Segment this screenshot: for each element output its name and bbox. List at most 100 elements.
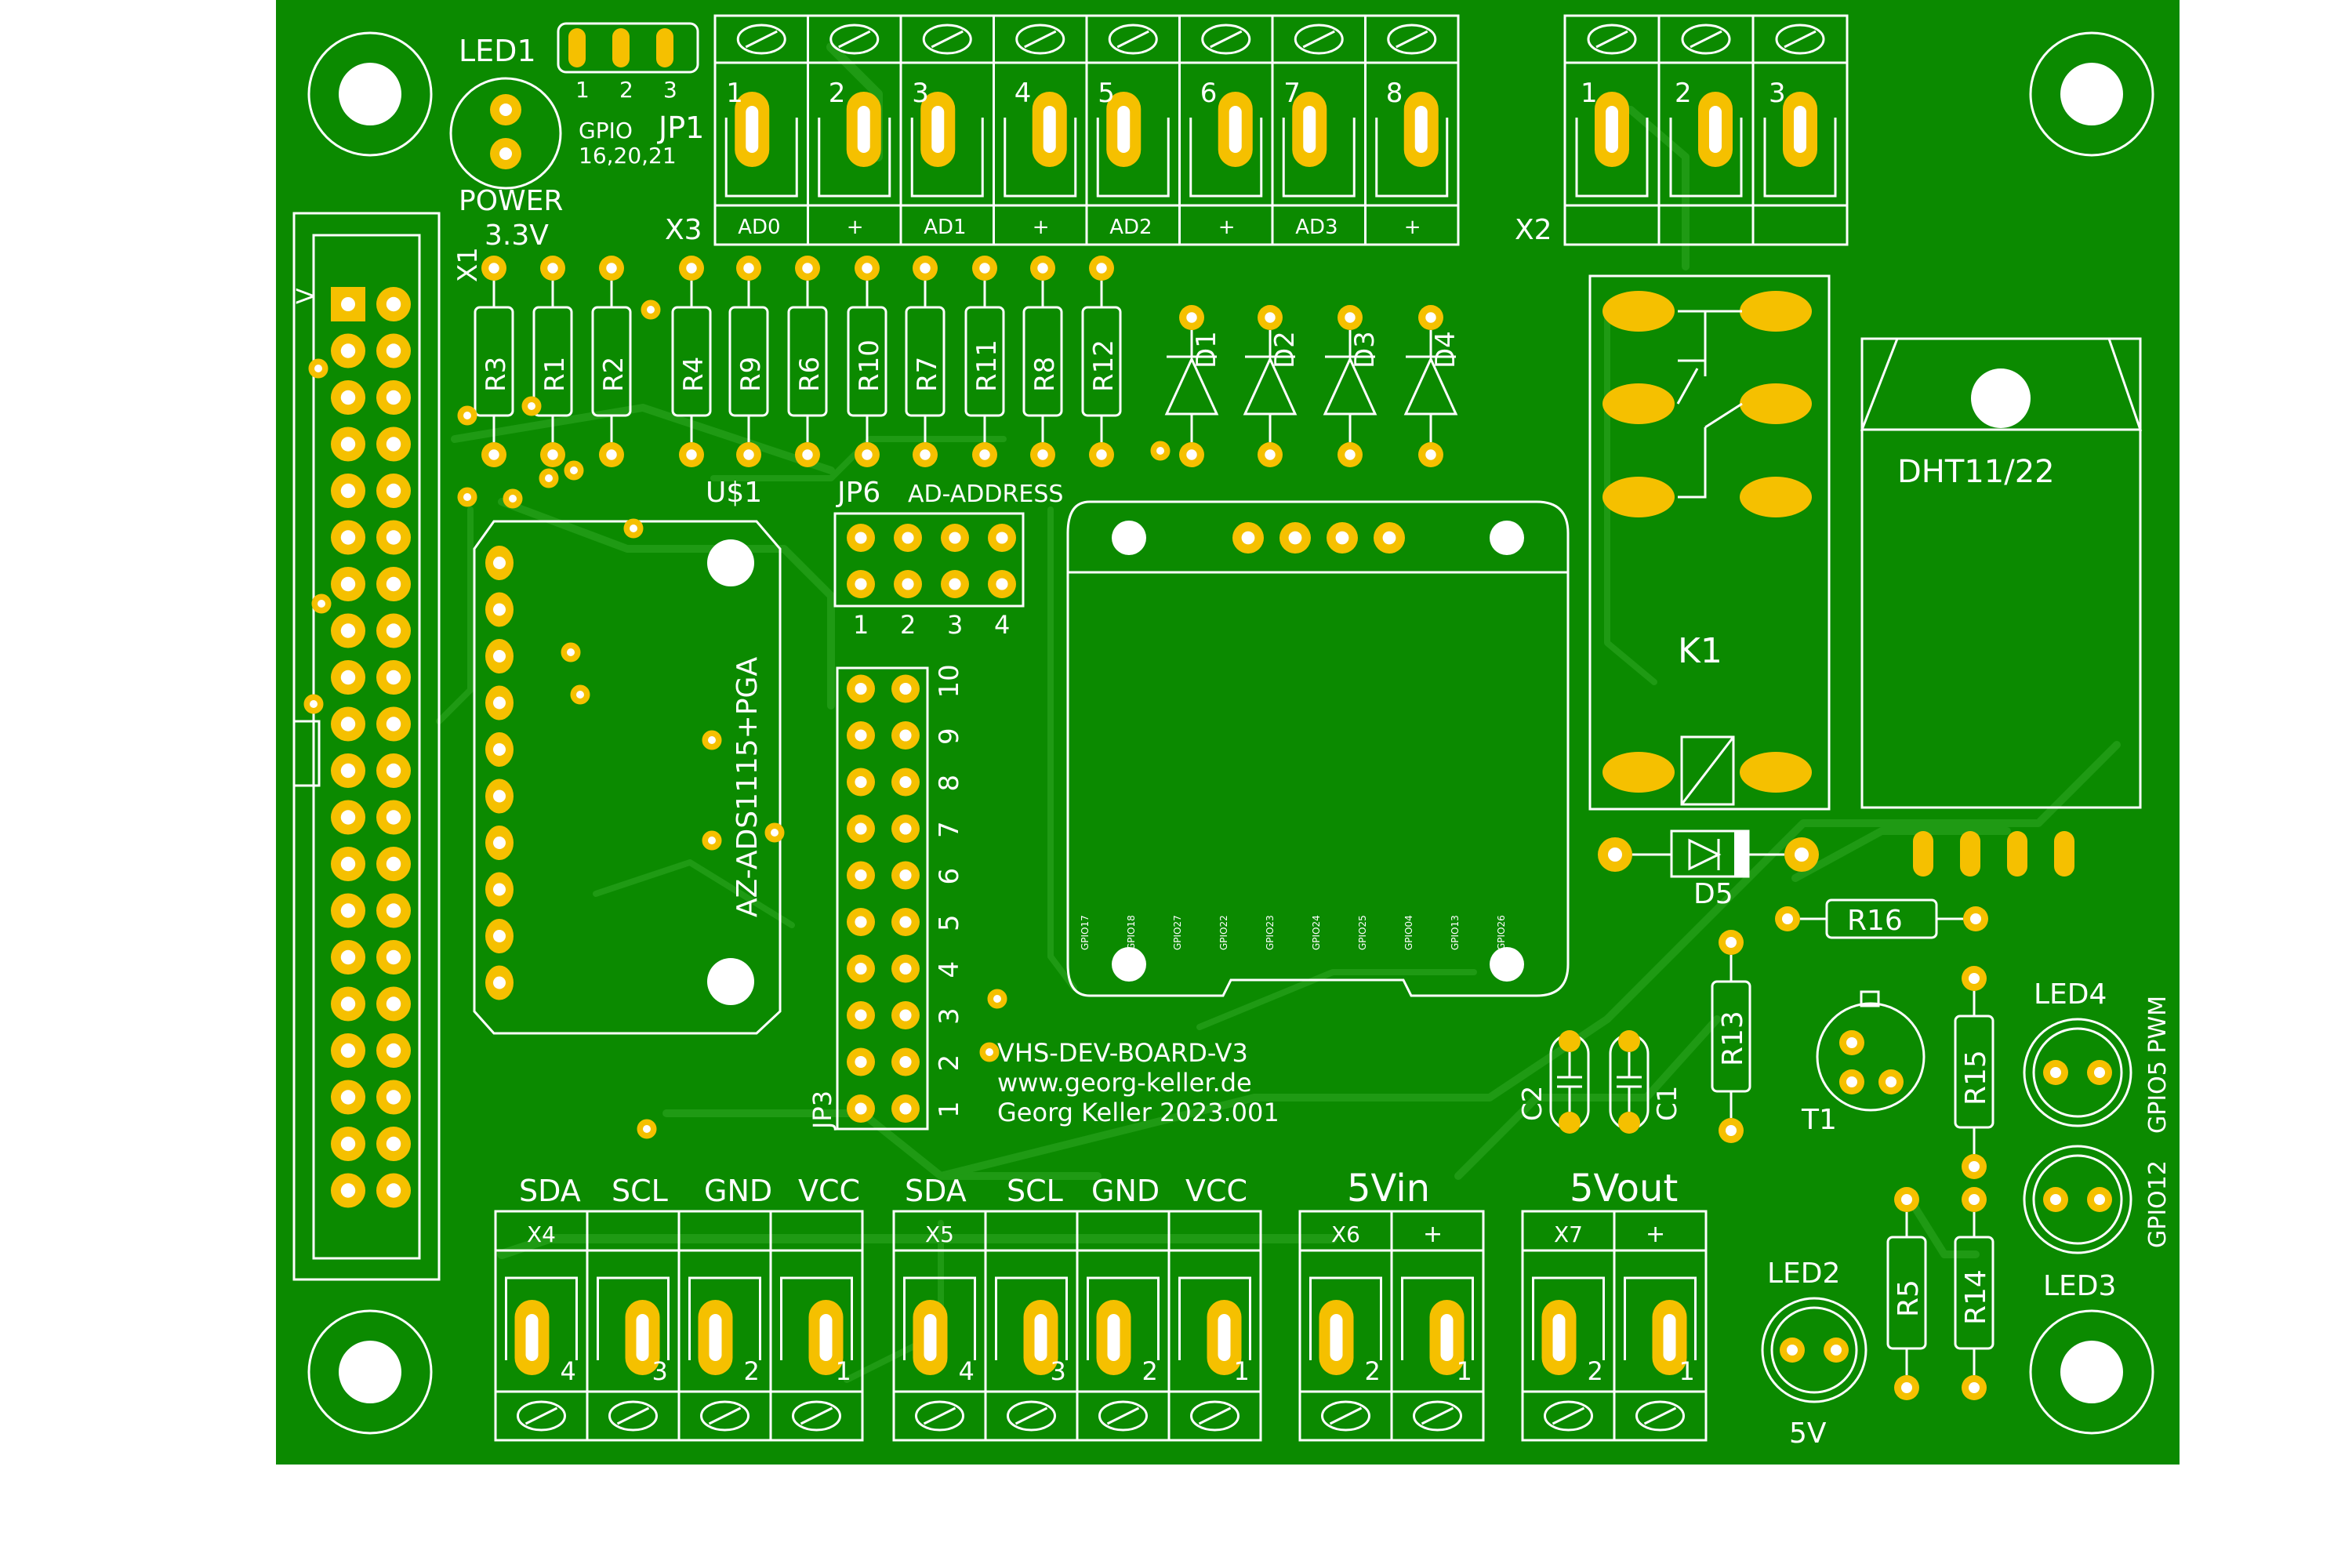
x3-slot-outline (1282, 118, 1356, 198)
drill-hole (386, 996, 401, 1011)
x3-slot-outline (1375, 118, 1449, 198)
screw-head (922, 24, 972, 55)
board-title: VHS-DEV-BOARD-V3 (997, 1038, 1248, 1068)
drill-hole (341, 297, 355, 311)
terminal-drill (746, 106, 759, 153)
screw-head (1015, 24, 1065, 55)
x3-pin-4: 4 (1014, 78, 1032, 109)
drill-hole (340, 1090, 356, 1105)
drill-hole (979, 263, 990, 274)
jp3-pin-label-3: 3 (934, 1007, 965, 1025)
drill-hole (493, 930, 506, 942)
screw-head (1544, 1400, 1593, 1432)
i2c-head-vcc: VCC (798, 1174, 860, 1208)
drill-hole (1241, 531, 1255, 545)
drill-hole (386, 623, 401, 638)
x2-slot-outline (1669, 118, 1743, 198)
drill-hole (1425, 449, 1436, 460)
resistor-body (728, 306, 769, 417)
x3-bottom-label-7: AD3 (1295, 216, 1338, 239)
x5-terminal-pin-label: 3 (1051, 1356, 1066, 1386)
terminal-drill (1229, 106, 1242, 153)
drill-hole (386, 810, 401, 825)
power-voltage: 3.3V (485, 220, 549, 252)
drill-hole (340, 483, 356, 499)
resistor-body (847, 306, 887, 417)
drill-hole (979, 449, 990, 460)
diode-label-d2: D2 (1269, 331, 1301, 368)
x3-bottom-label-8: + (1404, 216, 1421, 239)
capacitors: C2 C1 (1517, 1030, 1683, 1134)
led1-power: LED1 POWER 3.3V (449, 34, 563, 252)
screw-slot (1396, 30, 1428, 49)
screw-slot (1552, 1406, 1585, 1425)
jp1-pin-1: 1 (575, 77, 590, 103)
drill-hole (493, 696, 506, 710)
drill-hole (340, 763, 356, 779)
led3-label: LED3 (2043, 1270, 2116, 1302)
x2-pin-1: 1 (1581, 78, 1598, 109)
i2c-head-sda: SDA (519, 1174, 581, 1208)
diode-symbol (1403, 330, 1458, 442)
drill-hole (1382, 531, 1396, 545)
x4-terminal-pin-label: 1 (836, 1356, 851, 1386)
screw-slot (1014, 1406, 1048, 1425)
x4-terminal-pin-label: 3 (652, 1356, 668, 1386)
screw-slot (1784, 30, 1817, 49)
screw-slot (1421, 1406, 1454, 1425)
mounting-hole (2029, 31, 2154, 157)
drill-hole (855, 822, 867, 835)
drill-hole (1037, 263, 1048, 274)
screw-slot (745, 30, 778, 49)
x4-terminal-label: X4 (527, 1221, 556, 1247)
drill-hole (340, 623, 356, 638)
resistor-r16: R16 (1775, 898, 1988, 939)
ads1115-module: U$1 AZ-ADS1115+PGA (473, 477, 782, 1035)
drill-hole (386, 1043, 401, 1058)
oled-gpio-label: GPIO26 (1496, 915, 1507, 950)
oled-gpio-label: GPIO27 (1172, 915, 1183, 950)
drill-hole (1425, 312, 1436, 323)
diode-label-d1: D1 (1191, 331, 1222, 368)
via-drill (708, 837, 716, 844)
x3-slot-outline (1004, 118, 1077, 198)
via-drill (985, 1048, 993, 1056)
i2c-head-vcc: VCC (1185, 1174, 1247, 1208)
via-drill (1156, 447, 1164, 455)
screw-head (1413, 1400, 1462, 1432)
r15-label: R15 (1960, 1050, 1992, 1105)
terminal-drill (1440, 1314, 1454, 1361)
drill-hole (920, 263, 931, 274)
x5-terminal-pin-label: 2 (1142, 1356, 1158, 1386)
relay-k1: K1 (1588, 274, 1831, 811)
terminal-drill (1117, 106, 1131, 153)
screw-slot (1690, 30, 1722, 49)
resistor-label-r8: R8 (1029, 357, 1061, 392)
drill-hole (855, 962, 867, 975)
drill-hole (862, 263, 873, 274)
x3-slot-outline (910, 118, 984, 198)
resistor-label-r3: R3 (481, 357, 512, 392)
via-drill (576, 691, 584, 699)
screw-head (1108, 24, 1158, 55)
drill-hole (386, 1136, 401, 1152)
resistor-body (532, 306, 573, 417)
gpio-label: GPIO (579, 118, 633, 143)
x2-label: X2 (1515, 214, 1552, 246)
resistor-label-r4: R4 (678, 357, 710, 392)
x3-slot-outline (1189, 118, 1263, 198)
drill-hole (386, 483, 401, 499)
copper-traces (436, 42, 2121, 1383)
drill-hole (547, 449, 558, 460)
drill-hole (488, 449, 499, 460)
drill-hole (340, 1043, 356, 1058)
via-drill (771, 829, 779, 837)
x7-terminal-label: X7 (1554, 1221, 1583, 1247)
x6-terminal-slot-outline (1401, 1276, 1474, 1360)
x3-pin-7: 7 (1283, 78, 1301, 109)
dht-label: DHT11/22 (1897, 454, 2055, 490)
